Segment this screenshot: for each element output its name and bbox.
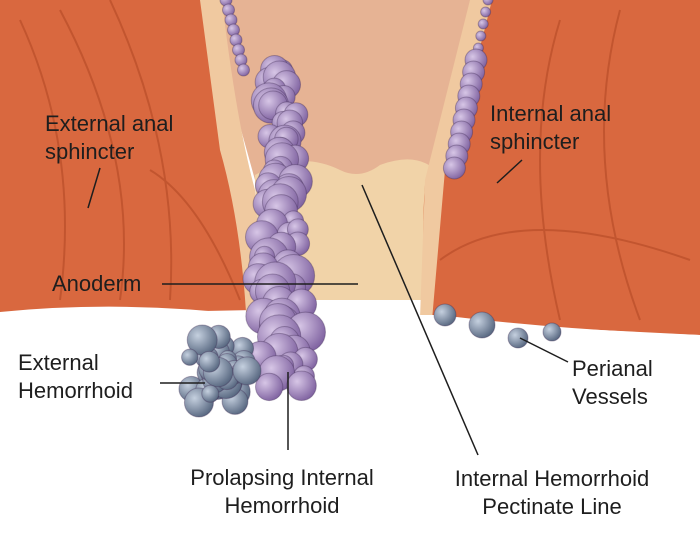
- hemorrhoid-blobs: [178, 0, 562, 418]
- internal-hemorrhoid-strand: [237, 63, 250, 77]
- perianal-vessel: [507, 327, 529, 349]
- internal-sphincter-right: [420, 0, 492, 320]
- prolapsing-internal-hemorrhoid: [286, 370, 317, 402]
- label-line: Pectinate Line: [482, 494, 622, 519]
- perianal-vessel: [433, 303, 457, 327]
- label-line: Hemorrhoid: [18, 378, 133, 403]
- internal-hemorrhoid-strand: [480, 6, 492, 18]
- leader-lines: [87, 159, 569, 456]
- label-external-hemorrhoid: External Hemorrhoid: [18, 349, 133, 405]
- internal-hemorrhoid-strand: [475, 30, 487, 42]
- internal-hemorrhoid-strand: [477, 18, 489, 30]
- external-hemorrhoid: [201, 384, 220, 403]
- internal-hemorrhoid-strand: [482, 0, 494, 6]
- label-line: External anal: [45, 111, 174, 136]
- skin-surface: [0, 306, 700, 550]
- label-perianal-vessels: Perianal Vessels: [572, 355, 653, 411]
- label-prolapsing-internal-hemorrhoid: Prolapsing Internal Hemorrhoid: [172, 464, 392, 520]
- label-line: Hemorrhoid: [224, 493, 340, 518]
- perianal-vessel: [468, 311, 496, 339]
- label-internal-anal-sphincter: Internal anal sphincter: [490, 100, 611, 156]
- label-line: External: [18, 350, 99, 375]
- label-line: Perianal: [572, 356, 653, 381]
- right-sphincter-muscle: [423, 0, 700, 335]
- label-line: sphincter: [45, 139, 135, 164]
- external-hemorrhoid: [232, 356, 262, 386]
- label-internal-hemorrhoid-pectinate-line: Internal Hemorrhoid Pectinate Line: [432, 465, 672, 521]
- perianal-vessel: [542, 322, 562, 342]
- label-line: Internal Hemorrhoid: [454, 466, 650, 491]
- label-line: Vessels: [572, 384, 648, 409]
- muscle-fibers: [19, 0, 691, 321]
- prolapsing-internal-hemorrhoid: [255, 372, 284, 402]
- internal-hemorrhoid-strand: [442, 156, 466, 180]
- external-hemorrhoid: [181, 348, 199, 366]
- external-hemorrhoid: [198, 350, 221, 373]
- label-line: Internal anal: [490, 101, 612, 126]
- label-line: sphincter: [490, 129, 580, 154]
- label-line: Prolapsing Internal: [190, 465, 374, 490]
- label-external-anal-sphincter: External anal sphincter: [45, 110, 173, 166]
- label-anoderm: Anoderm: [52, 271, 142, 296]
